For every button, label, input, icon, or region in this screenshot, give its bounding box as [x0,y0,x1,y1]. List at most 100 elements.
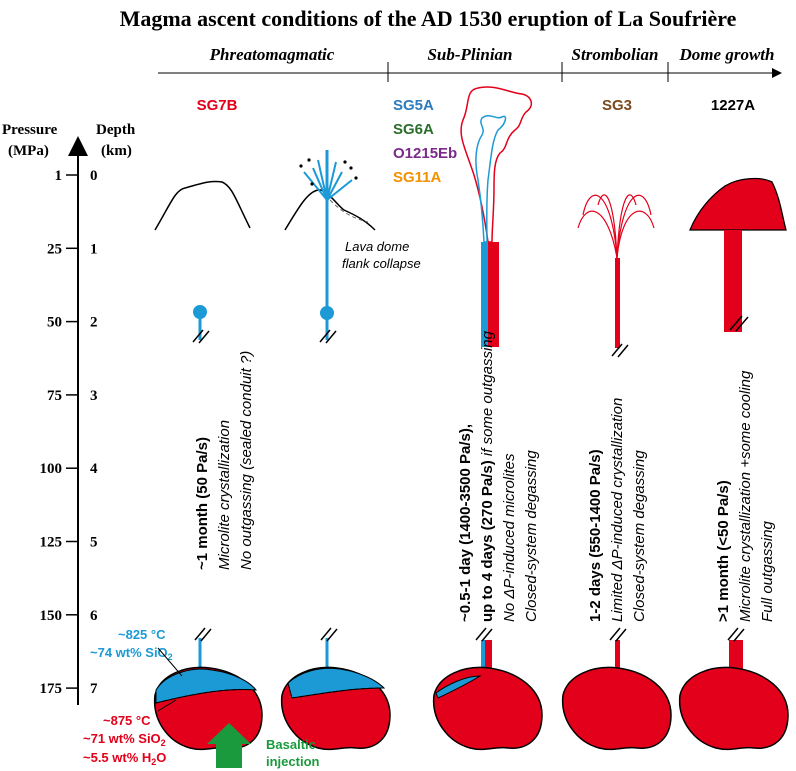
depth-tick-label: 2 [90,315,98,331]
volcano-profile [284,189,376,231]
pressure-tick-label: 175 [40,681,63,697]
axis-break [192,329,204,343]
magma-plug [193,305,207,319]
injection-arrow [207,723,251,768]
pressure-tick-label: 125 [40,535,63,551]
magma-chamber [678,666,789,751]
eruption-column [460,86,533,243]
volcano-profile [154,180,251,231]
phase-text-dome: >1 month (<50 Pa/s) Microlite crystalliz… [715,370,776,622]
pressure-tick-label: 50 [47,315,62,331]
depth-tick-label: 6 [90,608,98,624]
sample-label: SG6A [393,121,434,138]
axis-break [200,628,212,642]
chamber-felsic-cap [435,675,482,699]
phase-label: Strombolian [572,45,659,64]
upper-silica-label: ~74 wt% SiO2 [90,645,173,662]
phase-text-strombolian: 1-2 days (550-1400 Pa/s) Limited ΔP-indu… [587,398,648,622]
svg-text:Limited ΔP-induced crystalliza: Limited ΔP-induced crystallization [609,398,626,622]
axis-break [319,329,331,343]
explosion-fountain [303,159,353,201]
chamber-interface [155,689,257,704]
upper-temp-label: ~825 °C [118,627,166,642]
svg-text:~0.5-1 day (1400-3500 Pa/s),: ~0.5-1 day (1400-3500 Pa/s), [457,424,474,622]
collapse-scar [329,199,369,223]
depth-tick-label: 1 [90,241,98,257]
eruption-column-inner [475,114,507,243]
pressure-tick-label: 25 [47,241,62,257]
fountain-arcs [577,194,655,259]
sample-label: SG11A [393,169,442,186]
magma-chamber [432,666,543,751]
conduit-blue [481,640,485,675]
axis-break [481,628,493,642]
sample-label: SG7B [197,97,238,114]
lava-dome [689,177,787,231]
magma-conduit [615,258,620,348]
pressure-tick-label: 150 [40,608,63,624]
axis-break [727,627,739,641]
axis-break [729,315,743,331]
diagram-title: Magma ascent conditions of the AD 1530 e… [120,6,737,31]
axis-break [735,316,749,332]
magma-plug [320,306,334,320]
svg-text:up to 4 days (270 Pa/s) if som: up to 4 days (270 Pa/s) if some outgassi… [479,330,496,622]
injection-label: Basaltic [266,737,316,752]
conduit-red [488,242,499,347]
axis-break [326,628,338,642]
chamber-interface [291,687,385,699]
conduit-red [485,640,492,675]
sample-label: SG3 [602,97,632,114]
lower-silica-label: ~71 wt% SiO2 [83,731,166,748]
svg-text:Full outgassing: Full outgassing [759,520,776,622]
depth-tick-label: 5 [90,535,98,551]
magma-conduit [615,640,620,675]
svg-text:No outgassing (sealed conduit: No outgassing (sealed conduit ?) [238,351,255,570]
phase-label: Phreatomagmatic [209,45,335,64]
magma-chamber [561,666,672,751]
ejecta [299,158,358,186]
collapse-annotation: Lava dome [345,239,409,254]
svg-text:Microlite crystallization: Microlite crystallization [216,420,233,570]
injection-label: injection [266,754,320,769]
axis-break [198,330,210,344]
phase-label: Dome growth [679,45,775,64]
pressure-axis-label: Pressure [2,122,58,138]
axis-break [320,627,332,641]
leader-line [157,699,177,712]
svg-text:Closed-system degassing: Closed-system degassing [523,450,540,622]
axis-break [617,344,629,358]
depth-tick-label: 3 [90,388,98,404]
axis-break [733,628,745,642]
phase-label: Sub-Plinian [427,45,512,64]
pressure-tick-label: 100 [40,461,63,477]
svg-text:Closed-system degassing: Closed-system degassing [631,450,648,622]
axis-break [475,627,487,641]
conduit-blue [481,242,488,347]
pressure-tick-label: 1 [55,168,63,184]
collapse-annotation: flank collapse [342,256,421,271]
axis-break [325,330,337,344]
sample-label: SG5A [393,97,434,114]
depth-tick-label: 4 [90,461,98,477]
depth-axis-unit: (km) [101,143,132,159]
magma-conduit [729,640,743,675]
sample-label: 1227A [711,97,755,114]
magma-conduit [724,230,742,332]
phase-text-phreato: ~1 month (50 Pa/s) Microlite crystalliza… [194,351,255,570]
depth-tick-label: 7 [90,681,98,697]
svg-text:~1 month (50 Pa/s): ~1 month (50 Pa/s) [194,437,211,570]
axis-break [194,627,206,641]
lower-temp-label: ~875 °C [103,713,151,728]
svg-text:Microlite crystallization +som: Microlite crystallization +some cooling [737,370,754,622]
axis-break [609,627,621,641]
lower-water-label: ~5.5 wt% H2O [83,750,166,767]
svg-text:1-2 days (550-1400 Pa/s): 1-2 days (550-1400 Pa/s) [587,449,604,622]
depth-tick-label: 0 [90,168,98,184]
axis-break [615,628,627,642]
svg-text:>1 month (<50 Pa/s): >1 month (<50 Pa/s) [715,480,732,622]
pressure-axis-unit: (MPa) [8,143,49,159]
sample-label: O1215Eb [393,145,457,162]
